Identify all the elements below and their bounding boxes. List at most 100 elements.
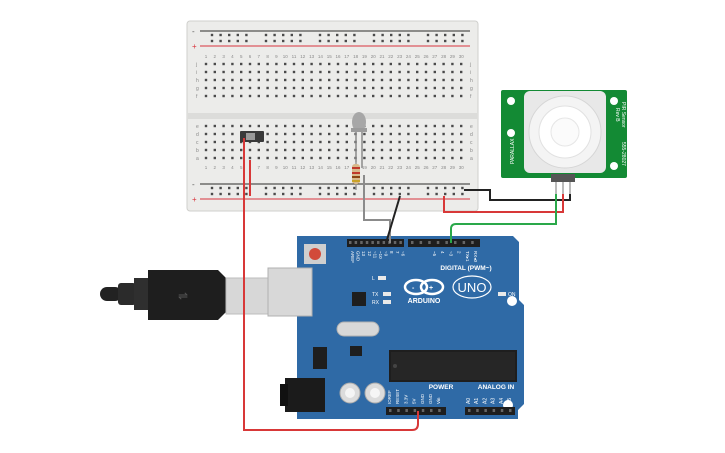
breadboard-hole[interactable] <box>231 124 234 128</box>
breadboard-hole[interactable] <box>380 156 384 160</box>
breadboard-hole[interactable] <box>336 132 340 136</box>
breadboard-hole[interactable] <box>398 124 401 128</box>
rail-hole[interactable] <box>245 33 248 37</box>
breadboard-hole[interactable] <box>363 78 366 82</box>
breadboard-hole[interactable] <box>213 94 216 98</box>
breadboard-hole[interactable] <box>451 132 454 136</box>
breadboard-hole[interactable] <box>424 148 428 152</box>
rail-hole[interactable] <box>353 192 356 196</box>
rail-hole[interactable] <box>426 192 430 196</box>
rail-hole[interactable] <box>299 33 302 37</box>
breadboard-hole[interactable] <box>248 70 252 74</box>
breadboard-hole[interactable] <box>301 94 304 98</box>
breadboard-hole[interactable] <box>354 78 357 82</box>
breadboard-hole[interactable] <box>424 124 428 128</box>
breadboard-hole[interactable] <box>345 148 348 152</box>
breadboard-hole[interactable] <box>257 156 260 160</box>
breadboard-hole[interactable] <box>398 156 401 160</box>
breadboard-hole[interactable] <box>301 86 304 90</box>
breadboard-hole[interactable] <box>301 78 304 82</box>
rail-hole[interactable] <box>452 39 455 43</box>
breadboard-hole[interactable] <box>433 156 436 160</box>
breadboard-hole[interactable] <box>284 70 287 74</box>
breadboard-hole[interactable] <box>363 140 366 144</box>
breadboard-hole[interactable] <box>257 124 260 128</box>
rail-hole[interactable] <box>344 192 347 196</box>
led[interactable] <box>351 112 367 168</box>
breadboard-hole[interactable] <box>345 70 348 74</box>
breadboard-hole[interactable] <box>442 124 445 128</box>
breadboard-hole[interactable] <box>266 132 269 136</box>
breadboard-hole[interactable] <box>398 86 401 90</box>
header-pin[interactable] <box>411 241 414 244</box>
breadboard-hole[interactable] <box>248 124 252 128</box>
breadboard-hole[interactable] <box>372 132 375 136</box>
breadboard-hole[interactable] <box>284 62 287 66</box>
rail-hole[interactable] <box>264 39 268 43</box>
breadboard-hole[interactable] <box>407 94 410 98</box>
rail-hole[interactable] <box>273 192 276 196</box>
breadboard-hole[interactable] <box>266 124 269 128</box>
breadboard-hole[interactable] <box>248 78 252 82</box>
breadboard-hole[interactable] <box>451 70 454 74</box>
rail-hole[interactable] <box>219 39 222 43</box>
breadboard-hole[interactable] <box>424 86 428 90</box>
breadboard-hole[interactable] <box>310 70 313 74</box>
breadboard-hole[interactable] <box>372 78 375 82</box>
header-pin[interactable] <box>471 241 474 244</box>
rail-hole[interactable] <box>282 33 285 37</box>
breadboard-hole[interactable] <box>380 86 384 90</box>
breadboard-hole[interactable] <box>204 156 208 160</box>
breadboard-hole[interactable] <box>310 132 313 136</box>
breadboard-hole[interactable] <box>248 86 252 90</box>
breadboard-hole[interactable] <box>266 94 269 98</box>
header-pin[interactable] <box>399 241 402 244</box>
breadboard-hole[interactable] <box>328 148 331 152</box>
header-pin[interactable] <box>365 241 369 244</box>
breadboard-hole[interactable] <box>424 94 428 98</box>
breadboard-hole[interactable] <box>345 132 348 136</box>
breadboard-hole[interactable] <box>248 156 252 160</box>
rail-hole[interactable] <box>299 192 302 196</box>
breadboard-hole[interactable] <box>451 62 454 66</box>
breadboard-hole[interactable] <box>284 132 287 136</box>
breadboard-hole[interactable] <box>416 70 419 74</box>
breadboard-hole[interactable] <box>213 70 216 74</box>
rail-hole[interactable] <box>273 39 276 43</box>
breadboard-hole[interactable] <box>372 86 375 90</box>
breadboard-hole[interactable] <box>266 62 269 66</box>
rail-hole[interactable] <box>407 186 410 190</box>
header-pin[interactable] <box>389 409 392 412</box>
breadboard-hole[interactable] <box>275 86 278 90</box>
rail-hole[interactable] <box>236 39 239 43</box>
breadboard-hole[interactable] <box>292 124 296 128</box>
header-pin[interactable] <box>371 241 374 244</box>
breadboard-hole[interactable] <box>319 156 322 160</box>
rail-hole[interactable] <box>381 186 384 190</box>
header-pin[interactable] <box>445 241 448 244</box>
breadboard-hole[interactable] <box>372 70 375 74</box>
rail-hole[interactable] <box>353 186 356 190</box>
breadboard-hole[interactable] <box>451 140 454 144</box>
breadboard-hole[interactable] <box>292 94 296 98</box>
breadboard-hole[interactable] <box>240 62 243 66</box>
breadboard-hole[interactable] <box>319 140 322 144</box>
breadboard-hole[interactable] <box>389 156 392 160</box>
breadboard-hole[interactable] <box>433 86 436 90</box>
rail-hole[interactable] <box>390 33 393 37</box>
breadboard-hole[interactable] <box>292 70 296 74</box>
breadboard-hole[interactable] <box>275 94 278 98</box>
breadboard-hole[interactable] <box>380 124 384 128</box>
breadboard-hole[interactable] <box>292 86 296 90</box>
breadboard-hole[interactable] <box>222 156 225 160</box>
rail-hole[interactable] <box>318 192 322 196</box>
rail-hole[interactable] <box>372 186 376 190</box>
breadboard-hole[interactable] <box>380 70 384 74</box>
header-pin[interactable] <box>492 409 496 412</box>
rail-hole[interactable] <box>290 39 293 43</box>
breadboard-hole[interactable] <box>442 156 445 160</box>
breadboard-hole[interactable] <box>433 62 436 66</box>
header-pin[interactable] <box>421 409 425 412</box>
breadboard-hole[interactable] <box>389 86 392 90</box>
breadboard-hole[interactable] <box>336 124 340 128</box>
